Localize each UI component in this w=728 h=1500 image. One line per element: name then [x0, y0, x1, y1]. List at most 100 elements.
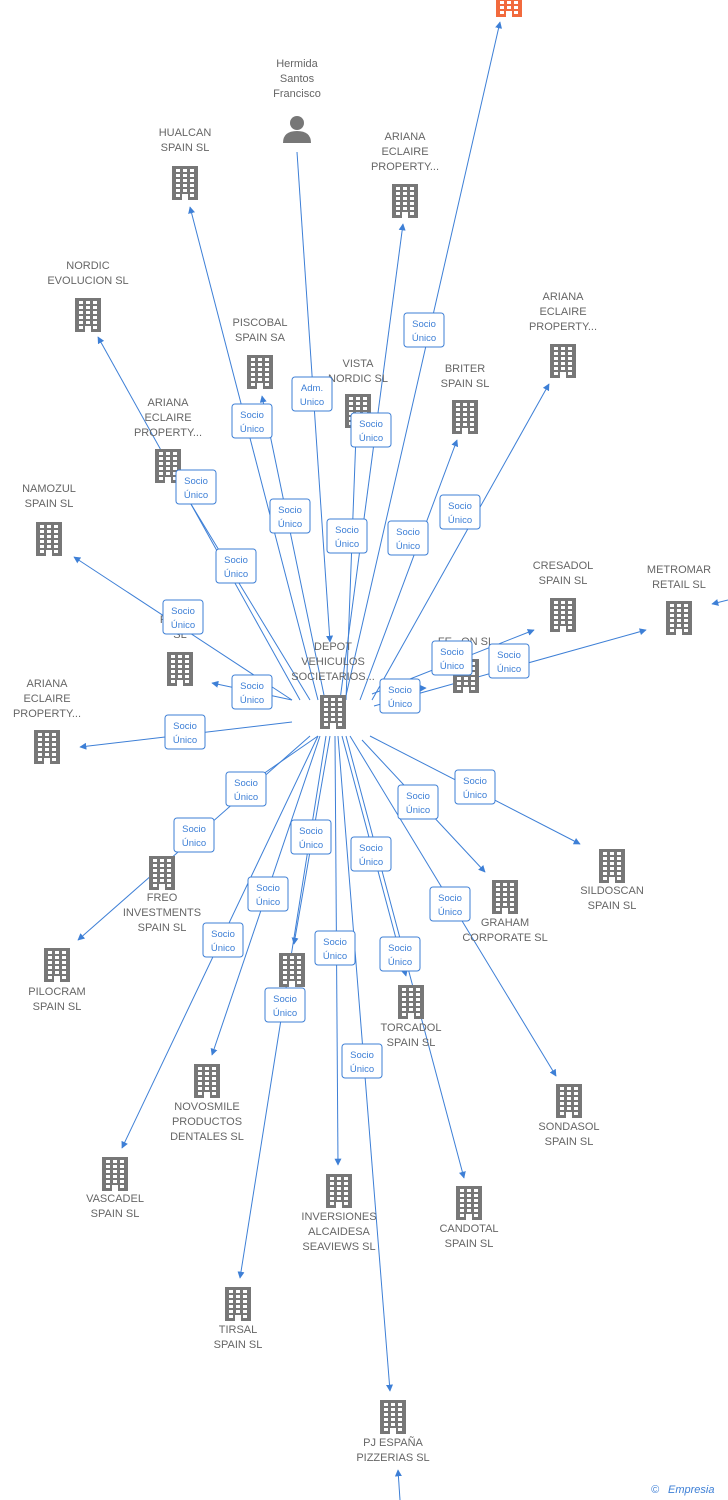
node-label-sondasol: SONDASOL — [538, 1121, 599, 1133]
relation-label-line: Único — [299, 840, 323, 851]
node-label-hermida: Francisco — [273, 88, 321, 100]
node-label-tirsal: SPAIN SL — [214, 1339, 263, 1351]
building-icon[interactable] — [34, 730, 60, 764]
building-icon[interactable] — [167, 652, 193, 686]
node-label-ariana3: PROPERTY... — [529, 321, 597, 333]
relation-label-line: Único — [463, 790, 487, 801]
relation-label-line: Único — [359, 433, 383, 444]
node-label-piscobal: SPAIN SA — [235, 332, 286, 344]
building-icon[interactable] — [320, 695, 346, 729]
relation-label-line: Único — [184, 490, 208, 501]
node-label-freo: FREO — [147, 892, 178, 904]
building-icon[interactable] — [247, 355, 273, 389]
building-icon[interactable] — [398, 985, 424, 1019]
relation-label-line: Único — [388, 699, 412, 710]
building-icon[interactable] — [392, 184, 418, 218]
brand-name: Empresia — [668, 1484, 714, 1496]
building-icon[interactable] — [556, 1084, 582, 1118]
building-icon[interactable] — [36, 522, 62, 556]
relation-label-line: Socio — [273, 994, 297, 1005]
node-label-ariana3: ARIANA — [543, 291, 585, 303]
node-label-torcadol: TORCADOL — [381, 1022, 442, 1034]
relation-label-line: Socio — [359, 419, 383, 430]
node-label-sildoscan: SILDOSCAN — [580, 885, 644, 897]
relation-label-line: Único — [396, 541, 420, 552]
node-label-novosmile: PRODUCTOS — [172, 1116, 242, 1128]
relation-label-line: Único — [350, 1064, 374, 1075]
building-icon[interactable] — [550, 344, 576, 378]
relation-label-line: Único — [256, 897, 280, 908]
relation-label-line: Único — [182, 838, 206, 849]
relation-label-line: Socio — [182, 824, 206, 835]
node-label-sondasol: SPAIN SL — [545, 1136, 594, 1148]
relation-label-line: Único — [273, 1008, 297, 1019]
relation-label-line: Socio — [224, 555, 248, 566]
building-icon[interactable] — [326, 1174, 352, 1208]
relation-label-line: Único — [497, 664, 521, 675]
node-label-candotal: SPAIN SL — [445, 1238, 494, 1250]
relation-label-hermida[interactable]: Adm.Unico — [291, 376, 333, 412]
relation-label-line: Único — [278, 519, 302, 530]
relation-label-line: Socio — [463, 776, 487, 787]
building-icon[interactable] — [550, 598, 576, 632]
building-icon[interactable] — [492, 880, 518, 914]
relation-label-line: Socio — [211, 929, 235, 940]
relation-label-line: Unico — [300, 397, 324, 408]
building-icon[interactable] — [102, 1157, 128, 1191]
node-label-hualcan: HUALCAN — [159, 127, 212, 139]
relation-label-line: Único — [335, 539, 359, 550]
building-icon[interactable] — [496, 0, 522, 17]
building-icon[interactable] — [599, 849, 625, 883]
building-icon[interactable] — [452, 400, 478, 434]
node-label-center: VEHICULOS — [301, 656, 365, 668]
building-icon[interactable] — [172, 166, 198, 200]
relation-label-line: Socio — [388, 943, 412, 954]
relation-label-line: Único — [448, 515, 472, 526]
relation-label-line: Único — [171, 620, 195, 631]
node-label-freo: SPAIN SL — [138, 922, 187, 934]
building-icon[interactable] — [149, 856, 175, 890]
building-icon[interactable] — [75, 298, 101, 332]
relation-label-line: Único — [412, 333, 436, 344]
building-icon[interactable] — [44, 948, 70, 982]
building-icon[interactable] — [456, 1186, 482, 1220]
building-icon[interactable] — [225, 1287, 251, 1321]
node-label-hualcan: SPAIN SL — [161, 142, 210, 154]
building-icon[interactable] — [194, 1064, 220, 1098]
person-icon[interactable] — [283, 116, 311, 143]
building-icon[interactable] — [380, 1400, 406, 1434]
building-icon[interactable] — [279, 953, 305, 987]
relation-label-line: Socio — [335, 525, 359, 536]
node-label-ariana4: ARIANA — [27, 678, 69, 690]
building-icon[interactable] — [666, 601, 692, 635]
node-label-ariana2: PROPERTY... — [134, 427, 202, 439]
